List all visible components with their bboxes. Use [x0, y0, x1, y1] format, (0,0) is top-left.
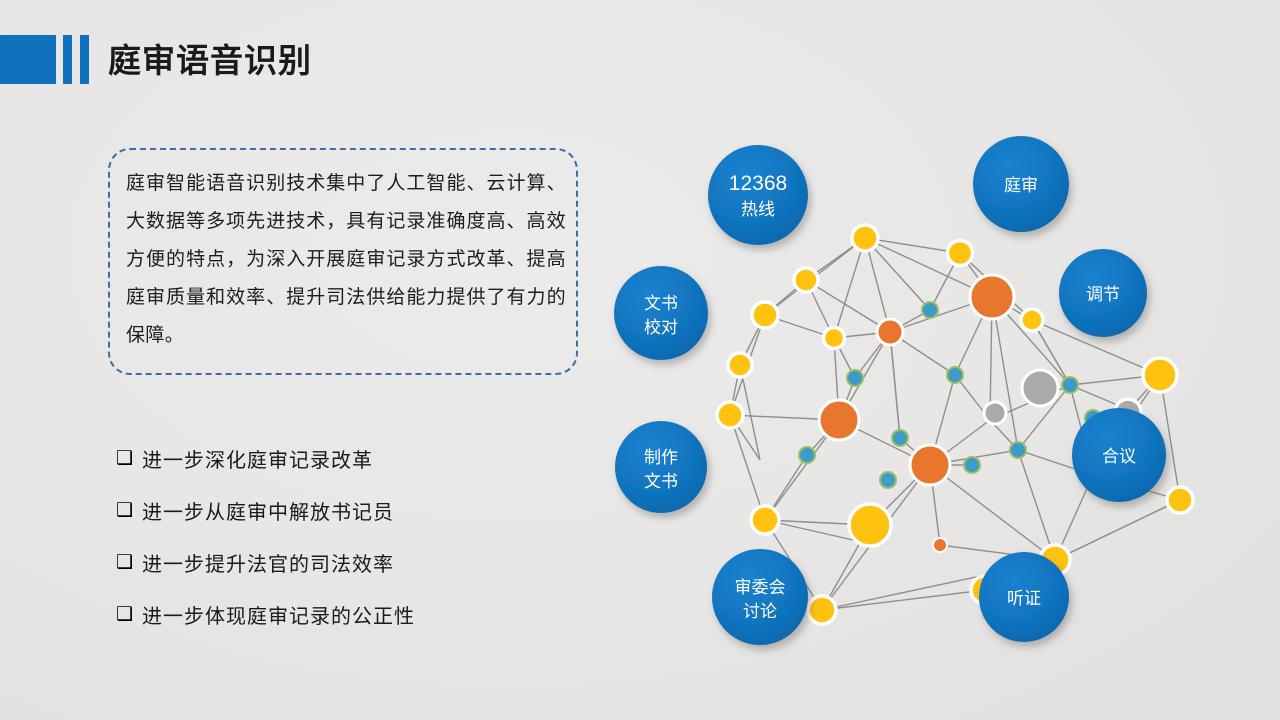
graph-node-yellow	[726, 351, 754, 379]
graph-node-orange	[968, 273, 1016, 321]
list-item-label: 进一步从庭审中解放书记员	[142, 501, 394, 524]
graph-node-yellow	[792, 266, 820, 294]
key-points-list: ❑ 进一步深化庭审记录改革 ❑ 进一步从庭审中解放书记员 ❑ 进一步提升法官的司…	[116, 432, 546, 640]
bubble-collegiate-circle[interactable]	[1072, 408, 1166, 502]
graph-node-yellow	[850, 223, 880, 253]
bubble-trial-circle[interactable]	[973, 136, 1069, 232]
graph-node-teal	[946, 366, 964, 384]
bubble-committee[interactable]: 审委会 讨论	[712, 549, 808, 645]
bubble-proofread[interactable]: 文书 校对	[614, 266, 708, 360]
bubble-draft-doc[interactable]: 制作 文书	[615, 421, 707, 513]
bubble-committee-line-2: 讨论	[743, 602, 777, 621]
bubble-mediation-circle[interactable]	[1059, 249, 1147, 337]
square-bullet-icon: ❑	[116, 551, 134, 573]
bubble-hotline-line-2: 热线	[741, 200, 775, 219]
graph-node-teal	[963, 456, 981, 474]
graph-node-yellow	[806, 594, 838, 626]
bubble-collegiate[interactable]: 合议	[1072, 408, 1166, 502]
graph-node-yellow	[847, 502, 893, 548]
page-header: 庭审语音识别	[0, 0, 1280, 120]
bubble-proofread-circle[interactable]	[614, 266, 708, 360]
bubble-mediation-label: 调节	[1086, 285, 1120, 304]
bubble-trial[interactable]: 庭审	[973, 136, 1069, 232]
list-item: ❑ 进一步从庭审中解放书记员	[116, 484, 546, 536]
square-bullet-icon: ❑	[116, 447, 134, 469]
category-bubbles: 12368 热线 庭审 调节 文书 校对 合议	[614, 136, 1166, 645]
bubble-hotline-circle[interactable]	[708, 145, 808, 245]
graph-node-teal	[798, 446, 816, 464]
list-item-label: 进一步深化庭审记录改革	[142, 449, 373, 472]
list-item-label: 进一步体现庭审记录的公正性	[142, 605, 415, 628]
bubble-draft-doc-circle[interactable]	[615, 421, 707, 513]
bubble-draft-doc-line-2: 文书	[644, 472, 678, 491]
bubble-collegiate-label: 合议	[1102, 447, 1136, 466]
header-accent-bar-2	[80, 35, 89, 84]
bubble-trial-label: 庭审	[1004, 176, 1038, 195]
header-accent-block	[0, 35, 56, 84]
list-item: ❑ 进一步提升法官的司法效率	[116, 536, 546, 588]
header-accent-bar-1	[63, 35, 72, 84]
bubble-committee-line-1: 审委会	[735, 578, 786, 597]
graph-node-gray	[982, 400, 1008, 426]
graph-node-teal	[879, 471, 897, 489]
graph-node-teal	[921, 301, 939, 319]
square-bullet-icon: ❑	[116, 499, 134, 521]
graph-node-orange	[908, 443, 952, 487]
description-box: 庭审智能语音识别技术集中了人工智能、云计算、大数据等多项先进技术，具有记录准确度…	[108, 148, 578, 375]
graph-node-yellow	[1165, 485, 1195, 515]
graph-node-gray	[1020, 368, 1060, 408]
bubble-hearing[interactable]: 听证	[979, 552, 1069, 642]
bubble-proofread-line-2: 校对	[644, 318, 678, 337]
page-title: 庭审语音识别	[108, 42, 312, 79]
network-diagram: 12368 热线 庭审 调节 文书 校对 合议	[600, 120, 1280, 680]
graph-node-orange	[875, 317, 905, 347]
graph-node-teal	[891, 429, 909, 447]
bubble-hearing-label: 听证	[1007, 589, 1041, 608]
graph-node-teal	[1009, 441, 1027, 459]
graph-node-teal	[846, 369, 864, 387]
graph-node-yellow	[1141, 356, 1179, 394]
bubble-draft-doc-line-1: 制作	[644, 448, 678, 467]
square-bullet-icon: ❑	[116, 603, 134, 625]
list-item: ❑ 进一步深化庭审记录改革	[116, 432, 546, 484]
graph-node-teal	[1061, 376, 1079, 394]
graph-node-yellow	[1019, 307, 1045, 333]
graph-node-orange	[817, 398, 861, 442]
graph-node-yellow	[749, 504, 781, 536]
description-text: 庭审智能语音识别技术集中了人工智能、云计算、大数据等多项先进技术，具有记录准确度…	[126, 173, 566, 346]
list-item-label: 进一步提升法官的司法效率	[142, 553, 394, 576]
graph-node-yellow	[715, 400, 745, 430]
bubble-hotline-line-1: 12368	[729, 172, 787, 195]
graph-node-orange	[932, 537, 948, 553]
bubble-mediation[interactable]: 调节	[1059, 249, 1147, 337]
bubble-committee-circle[interactable]	[712, 549, 808, 645]
graph-node-yellow	[750, 300, 780, 330]
bubble-hotline[interactable]: 12368 热线	[708, 145, 808, 245]
graph-node-yellow	[945, 238, 975, 268]
list-item: ❑ 进一步体现庭审记录的公正性	[116, 588, 546, 640]
graph-node-yellow	[821, 325, 847, 351]
bubble-proofread-line-1: 文书	[644, 294, 678, 313]
bubble-hearing-circle[interactable]	[979, 552, 1069, 642]
